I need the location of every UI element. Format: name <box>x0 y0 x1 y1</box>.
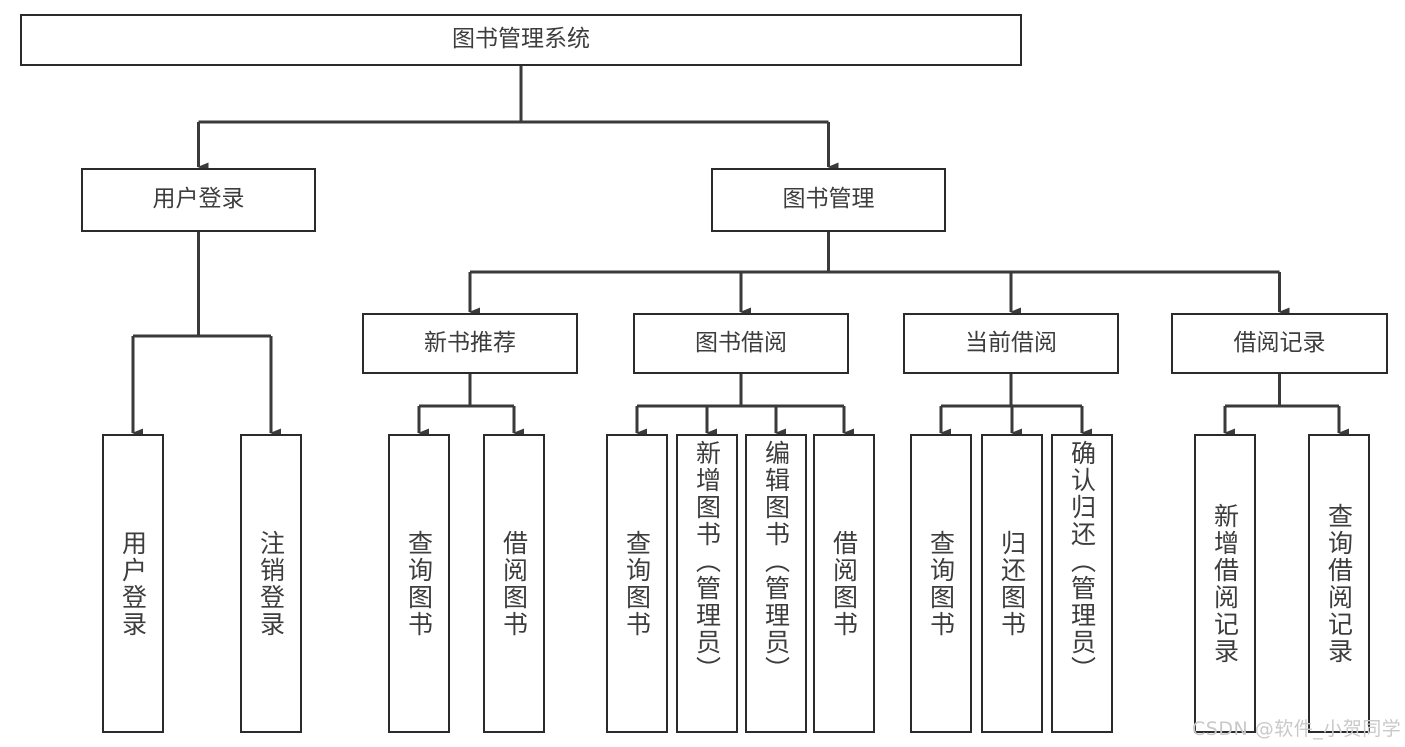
node-f_logout: 注销登录 <box>240 434 302 733</box>
node-f_cu_query: 查询图书 <box>910 434 972 733</box>
node-f_login: 用户登录 <box>102 434 164 733</box>
node-label: 查询图书 <box>926 529 956 638</box>
node-label: 查询图书 <box>404 529 434 638</box>
node-label: 确认归还（管理员） <box>1067 440 1097 683</box>
node-root: 图书管理系统 <box>20 14 1022 66</box>
node-f_nb_query: 查询图书 <box>388 434 450 733</box>
node-f_re_add: 新增借阅记录 <box>1194 434 1256 733</box>
node-label: 当前借阅 <box>965 329 1057 356</box>
node-f_cu_conf: 确认归还（管理员） <box>1051 434 1113 733</box>
node-label: 归还图书 <box>997 529 1027 638</box>
node-f_re_query: 查询借阅记录 <box>1308 434 1370 733</box>
node-bookmgmt: 图书管理 <box>711 168 946 232</box>
node-current: 当前借阅 <box>903 313 1119 374</box>
node-label: 新书推荐 <box>424 329 516 356</box>
node-borrow: 图书借阅 <box>633 313 849 374</box>
node-label: 用户登录 <box>152 186 245 213</box>
node-label: 借阅记录 <box>1233 329 1326 356</box>
node-label: 图书管理 <box>782 186 875 213</box>
node-f_bo_lend: 借阅图书 <box>813 434 875 733</box>
node-label: 查询借阅记录 <box>1324 502 1354 665</box>
node-f_cu_ret: 归还图书 <box>981 434 1043 733</box>
node-f_bo_edit: 编辑图书（管理员） <box>745 434 807 733</box>
node-label: 图书管理系统 <box>452 26 590 53</box>
node-label: 编辑图书（管理员） <box>761 440 791 683</box>
node-label: 新增借阅记录 <box>1210 502 1240 665</box>
node-login: 用户登录 <box>81 168 316 232</box>
node-label: 图书借阅 <box>695 329 787 356</box>
node-label: 查询图书 <box>622 529 652 638</box>
node-label: 借阅图书 <box>499 529 529 638</box>
csdn-watermark: CSDN @软件_小贺同学 <box>1192 718 1402 740</box>
node-f_nb_borrow: 借阅图书 <box>483 434 545 733</box>
node-label: 借阅图书 <box>829 529 859 638</box>
node-records: 借阅记录 <box>1171 313 1388 374</box>
node-label: 用户登录 <box>118 529 148 638</box>
node-newbook: 新书推荐 <box>362 313 578 374</box>
node-label: 注销登录 <box>256 529 286 638</box>
node-f_bo_add: 新增图书（管理员） <box>676 434 738 733</box>
node-f_bo_query: 查询图书 <box>606 434 668 733</box>
node-label: 新增图书（管理员） <box>692 440 722 683</box>
